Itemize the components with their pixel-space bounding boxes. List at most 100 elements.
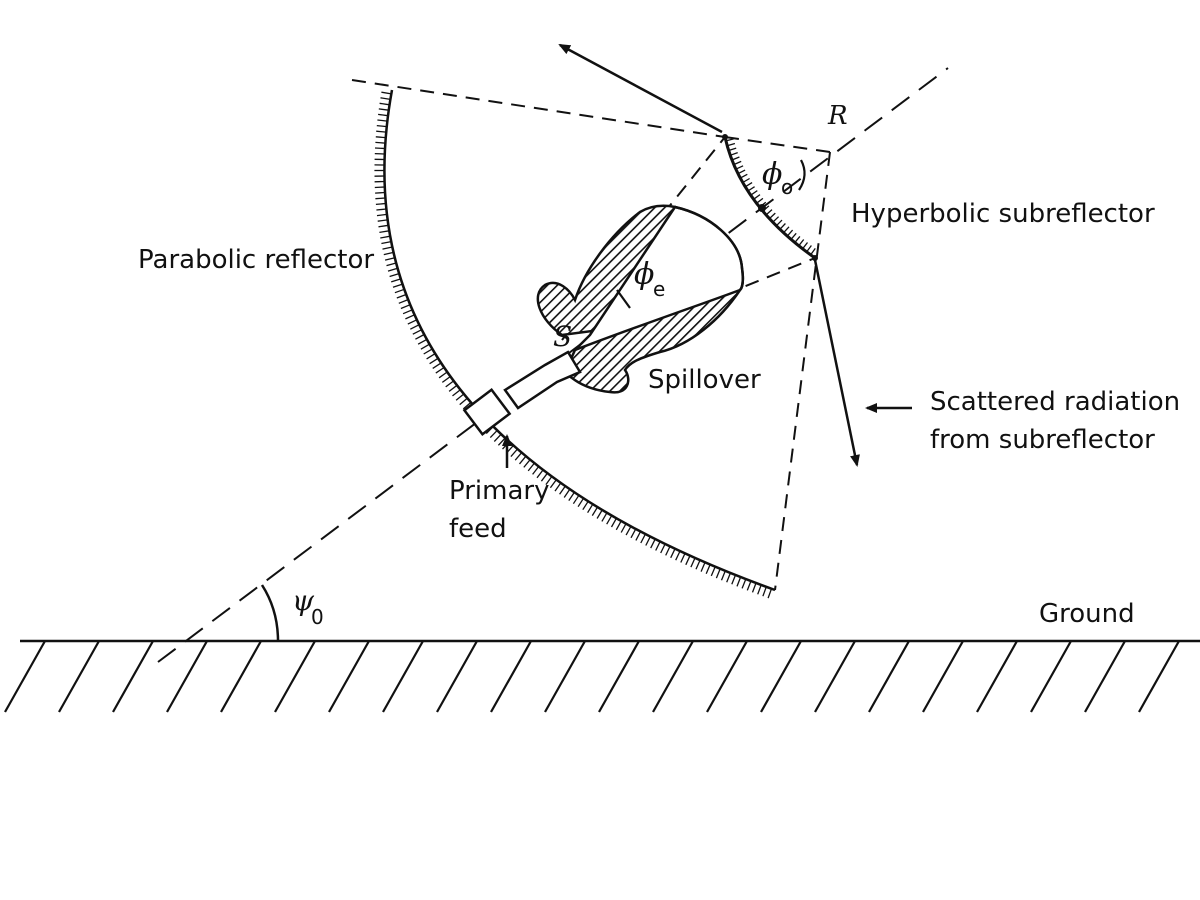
svg-text:0: 0 — [311, 605, 324, 629]
parabolic-reflector-label: Parabolic reflector — [138, 245, 374, 275]
ground-hatch-stroke — [814, 640, 856, 713]
reflector-tick — [375, 197, 386, 200]
reflector-tick — [378, 113, 389, 117]
ground-hatch-stroke — [544, 640, 586, 713]
reflector-tick — [705, 564, 711, 575]
subreflector-edge-dot-bottom — [812, 255, 818, 261]
reflector-tick — [680, 553, 686, 563]
reflector-tick — [726, 572, 732, 583]
subreflector-tick — [768, 212, 776, 220]
ground-hatch-stroke — [868, 640, 910, 713]
reflector-tick — [377, 119, 388, 122]
subreflector-tick — [775, 219, 783, 227]
subreflector-tick — [735, 165, 744, 170]
reflector-tick — [532, 466, 540, 475]
scattered-radiation-label-line2: from subreflector — [930, 425, 1155, 455]
parabolic-reflector — [374, 89, 776, 599]
reflector-tick — [710, 566, 716, 577]
reflector-tick — [695, 559, 701, 570]
ground-hatch-stroke — [760, 640, 802, 713]
ground-hatch-stroke — [166, 640, 208, 713]
reflector-tick — [429, 357, 439, 365]
reflector-tick — [700, 562, 706, 572]
reflector-tick — [389, 272, 400, 278]
reflector-tick — [690, 557, 696, 568]
ray-feed-upper — [561, 136, 726, 341]
reflector-tick — [523, 459, 531, 468]
phi-e-symbol: ϕ e — [634, 257, 665, 301]
reflector-tick — [445, 380, 455, 388]
feed-radiation-pattern — [536, 204, 745, 394]
reflector-tick — [455, 393, 465, 401]
reflector-tick — [378, 108, 389, 111]
subreflector-tick — [765, 209, 773, 216]
reflector-tick — [381, 91, 392, 95]
reflector-tick — [746, 580, 752, 591]
reflector-tick — [582, 500, 589, 511]
reflector-tick — [376, 124, 387, 128]
ray-lines — [351, 79, 831, 591]
parabolic-reflector-curve — [383, 89, 776, 592]
reflector-tick — [741, 578, 747, 589]
reflector-tick — [400, 304, 411, 310]
svg-text:ψ: ψ — [292, 584, 315, 617]
reflector-tick — [441, 375, 451, 383]
ground-hatch-stroke — [1138, 640, 1180, 713]
reflector-tick — [625, 526, 632, 536]
subreflector-tick — [729, 151, 738, 156]
ground-hatch-stroke — [598, 640, 640, 713]
ground-hatch-stroke — [436, 640, 478, 713]
reflector-tick — [751, 582, 757, 593]
subreflector-tick — [750, 190, 758, 196]
reflector-tick — [412, 329, 422, 335]
reflector-tick — [554, 482, 562, 492]
subreflector-tick — [783, 226, 790, 234]
reflector-tick — [405, 314, 415, 320]
reflector-tick — [577, 497, 585, 508]
subreflector-tick — [779, 223, 786, 230]
reflector-tick — [459, 397, 468, 406]
reflector-tick — [514, 452, 523, 461]
reflector-tick — [376, 208, 387, 211]
subreflector-tick — [794, 235, 801, 244]
ground-hatch-stroke — [382, 640, 424, 713]
reflector-tick — [606, 515, 613, 525]
reflector-tick — [549, 479, 557, 489]
reflector-tick — [645, 536, 651, 546]
ray-feed-lower — [574, 257, 816, 356]
reflector-tick — [438, 371, 448, 379]
reflector-tick — [620, 523, 627, 533]
reflector-tick — [379, 230, 390, 234]
ground-hatch-stroke — [706, 640, 748, 713]
phi-o-angle-arc — [798, 159, 806, 191]
arrows — [502, 43, 912, 468]
subreflector-tick — [739, 173, 748, 179]
reflector-tick — [650, 538, 656, 549]
reflector-tick — [757, 584, 762, 595]
subreflector-tick — [725, 138, 734, 142]
reflector-tick — [655, 541, 661, 551]
phi-o-symbol: ϕ o — [762, 157, 793, 199]
reflector-tick — [377, 219, 388, 222]
ground-label: Ground — [1039, 599, 1135, 629]
reflector-tick — [559, 485, 566, 495]
reflector-tick — [497, 437, 506, 446]
subreflector-tick — [802, 242, 809, 250]
reflector-tick — [392, 283, 403, 288]
reflector-tick — [660, 543, 666, 554]
reflector-tick — [536, 469, 544, 479]
reflector-tick — [382, 246, 393, 250]
reflector-tick — [417, 338, 428, 345]
reflector-tick — [596, 509, 603, 519]
reflector-tick — [519, 455, 527, 465]
ground — [4, 639, 1200, 713]
spillover-lobe-upper — [536, 204, 677, 337]
reflector-tick — [375, 136, 386, 139]
reflector-tick — [374, 147, 386, 150]
reflector-tick — [378, 224, 389, 228]
reflector-tick — [615, 520, 622, 531]
ground-hatch-stroke — [922, 640, 964, 713]
reflector-tick — [448, 384, 458, 392]
reflector-tick — [591, 506, 599, 516]
reflector-tick — [410, 324, 420, 330]
